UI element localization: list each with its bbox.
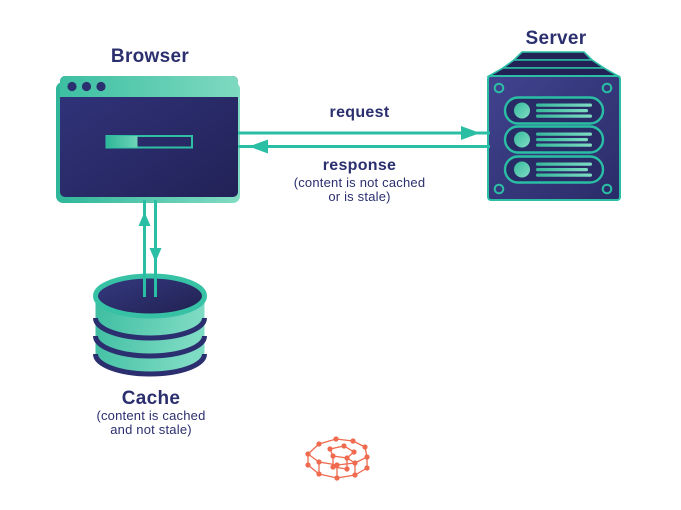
response-label: response bbox=[322, 157, 397, 174]
server-stack-icon bbox=[485, 51, 622, 201]
server-label: Server bbox=[525, 28, 587, 49]
database-ring bbox=[93, 353, 207, 377]
database-top bbox=[93, 273, 207, 319]
request-arrow bbox=[238, 126, 490, 140]
server-top-fins bbox=[485, 51, 622, 77]
request-response-arrows bbox=[238, 126, 490, 154]
cache-up-arrow bbox=[138, 200, 151, 297]
cache-down-arrow bbox=[149, 200, 162, 297]
response-note: (content is not cached or is stale) bbox=[293, 175, 426, 205]
browser-label: Browser bbox=[110, 46, 190, 67]
request-label: request bbox=[329, 104, 390, 121]
browser-window-titlebar bbox=[60, 76, 238, 97]
progress-bar bbox=[105, 135, 193, 149]
window-dots-icon bbox=[67, 81, 106, 92]
server-drive-bays bbox=[503, 96, 605, 184]
response-arrow bbox=[238, 139, 490, 154]
cache-note: (content is cached and not stale) bbox=[96, 408, 206, 438]
database-ring bbox=[93, 317, 207, 341]
database-icon bbox=[93, 273, 207, 377]
network-wireframe-icon bbox=[305, 436, 370, 481]
browser-window-icon bbox=[56, 76, 240, 203]
cache-arrows bbox=[138, 200, 162, 297]
cache-label: Cache bbox=[121, 388, 181, 409]
database-ring bbox=[93, 335, 207, 359]
server-screws bbox=[493, 82, 613, 195]
